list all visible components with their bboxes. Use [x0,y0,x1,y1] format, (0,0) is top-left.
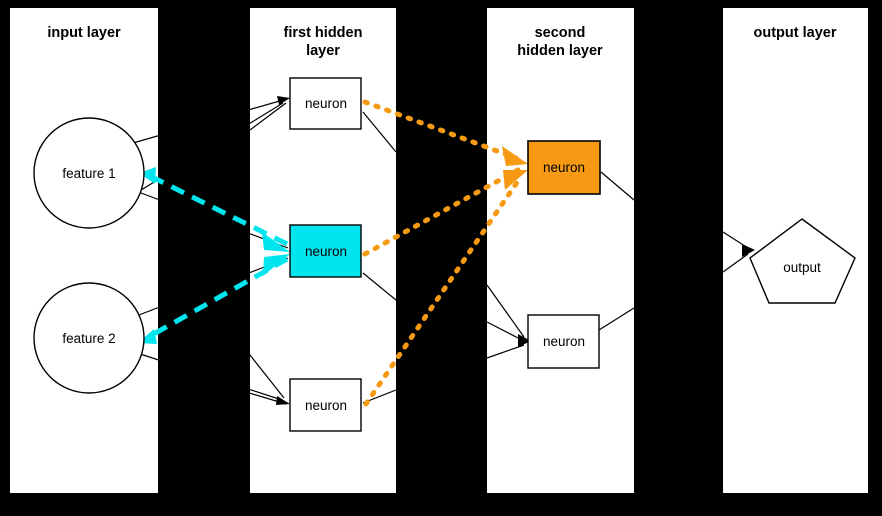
hidden1-mid-box[interactable] [289,224,362,278]
edge-h1top-feed [249,102,287,131]
node-hidden2-top-highlighted[interactable]: neuron [527,140,601,195]
node-hidden1-mid-highlighted[interactable]: neuron [289,224,362,278]
node-feature-1[interactable]: feature 1 [33,117,145,229]
hidden2-bottom-box[interactable] [527,314,600,369]
panel-title-output: output layer [754,25,837,41]
edge-h2top-output [600,171,635,201]
edges-hidden2-to-output [598,171,755,331]
hidden1-mid-label: neuron [305,244,347,259]
edge-into-h2bottom-c [486,344,525,359]
hidden1-bottom-box[interactable] [289,378,362,432]
edge-h1bottom-feed2 [245,391,287,405]
panel-title-hidden1-line1: first hidden [284,25,363,41]
hidden1-top-box[interactable] [289,77,362,130]
hidden1-top-label: neuron [305,96,347,111]
feature-2-circle[interactable] [33,282,145,394]
arrowhead-cyan-feature1 [139,167,156,184]
edge-feature1-h1mid [132,189,289,249]
feature-1-circle[interactable] [33,117,145,229]
panel-title-input: input layer [47,25,121,41]
edge-into-output-b [722,253,749,273]
arrowhead-output [742,244,755,257]
node-feature-2[interactable]: feature 2 [33,282,145,394]
panel-second-hidden-layer [487,8,634,493]
output-label: output [783,260,821,275]
arrowhead-cyan-into-neuron-upper [262,232,290,252]
highlighted-orange-edges [362,99,528,407]
highlighted-cyan-edges [138,167,290,344]
panel-title-hidden1-line2: layer [306,43,340,59]
edge-cyan-h1mid-feature1 [150,174,289,247]
arrowhead-orange-into-neuron-upper [502,146,528,166]
edge-into-h2bottom-b [486,321,525,342]
edge-h1bottom-feed [245,349,285,399]
node-hidden1-bottom[interactable]: neuron [289,378,362,432]
arrowhead-feature1-h1top [277,96,290,105]
arrowhead-cyan-into-neuron-lower [263,254,290,276]
edge-orange-h1bottom-h2top [363,175,523,407]
edge-feature2-h1bottom [133,351,283,401]
hidden2-bottom-label: neuron [543,334,585,349]
node-hidden2-bottom[interactable]: neuron [527,314,600,369]
arrowhead-feature2-h1bottom [276,396,290,405]
feature-1-label: feature 1 [62,166,115,181]
edge-feature1-h1top [132,99,284,144]
output-pentagon[interactable] [749,218,856,304]
edge-h2bottom-output [598,307,635,331]
hidden2-top-box[interactable] [527,140,601,195]
edge-h1mid-h2bottom [362,272,397,301]
hidden1-bottom-label: neuron [305,398,347,413]
panel-title-hidden2-line1: second [535,25,586,41]
edge-feature2-h1mid [130,257,289,319]
edge-orange-h1top-h2top [362,99,519,161]
edges-hidden1-to-hidden2 [362,111,531,404]
feature-2-label: feature 2 [62,331,115,346]
arrowhead-orange-into-neuron-lower [503,170,528,190]
edge-into-h2bottom-a [486,284,525,338]
node-hidden1-top[interactable]: neuron [289,77,362,130]
node-output[interactable]: output [749,218,856,304]
hidden2-top-label: neuron [543,160,585,175]
arrowhead-h2bottom [518,334,531,347]
panel-title-hidden2-line2: hidden layer [517,43,603,59]
panel-input-layer [10,8,158,493]
edge-h1top-h2top [362,111,397,153]
